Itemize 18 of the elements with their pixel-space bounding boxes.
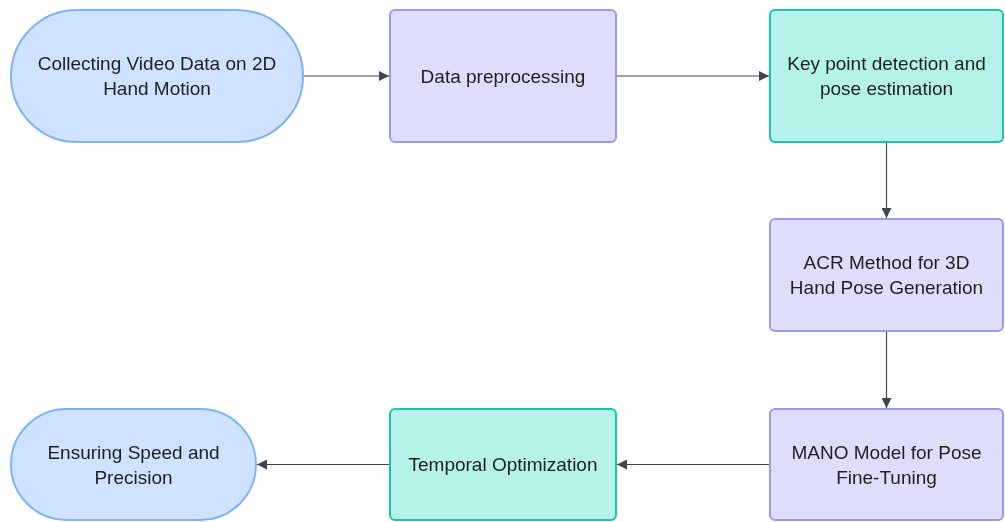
arrow	[881, 331, 892, 409]
node-label: Collecting Video Data on 2D Hand Motion	[36, 52, 278, 101]
node-label: Key point detection and pose estimation	[786, 52, 987, 101]
node-label: ACR Method for 3D Hand Pose Generation	[788, 251, 985, 300]
process-box	[389, 9, 617, 143]
arrow	[881, 142, 892, 219]
process-box	[769, 218, 1004, 332]
process-box	[769, 408, 1004, 521]
node-label: Temporal Optimization	[408, 453, 598, 477]
arrow	[256, 459, 390, 470]
node-label: MANO Model for Pose Fine-Tuning	[790, 440, 983, 490]
arrow	[616, 71, 770, 81]
process-box	[389, 408, 617, 521]
process-box	[769, 9, 1004, 143]
node-label: Data preprocessing	[420, 64, 586, 89]
arrow	[303, 71, 390, 81]
node-label: Ensuring Speed and Precision	[46, 440, 221, 490]
arrow	[616, 459, 770, 470]
